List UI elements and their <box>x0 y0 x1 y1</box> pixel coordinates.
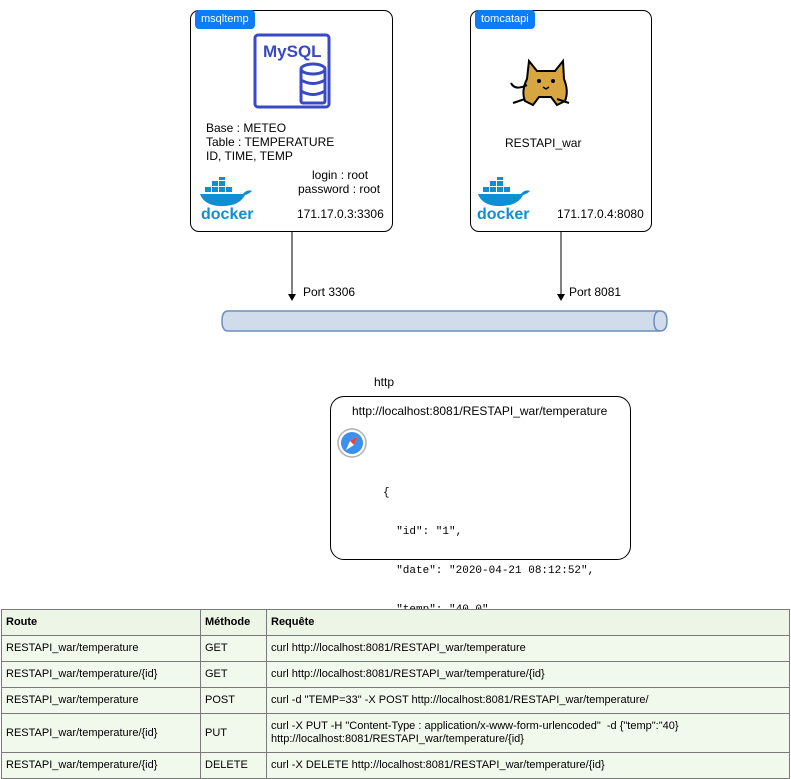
db-login-label: login : root <box>312 168 369 182</box>
port-3306-label: Port 3306 <box>303 285 356 299</box>
column-header-method: Méthode <box>200 609 267 636</box>
network-pipe <box>221 310 668 332</box>
browser-compass-icon <box>337 428 367 458</box>
table-row: RESTAPI_war/temperature/{id} PUT curl -X… <box>1 713 790 753</box>
table-row: RESTAPI_war/temperature/{id} GET curl ht… <box>1 661 790 688</box>
request-line: http://localhost:8081/RESTAPI_war/temper… <box>271 733 524 745</box>
method-cell: DELETE <box>200 752 267 779</box>
route-cell: RESTAPI_war/temperature/{id} <box>1 661 201 688</box>
route-cell: RESTAPI_war/temperature/{id} <box>1 752 201 779</box>
request-line: curl -X PUT -H "Content-Type : applicati… <box>271 720 679 732</box>
mysql-container-tag: msqltemp <box>195 10 255 29</box>
json-line: { <box>383 487 390 499</box>
docker-whale-icon <box>200 177 252 207</box>
mysql-address: 171.17.0.3:3306 <box>297 207 384 221</box>
port-3306-arrowhead <box>288 294 296 301</box>
route-cell: RESTAPI_war/temperature <box>1 635 201 662</box>
table-row: RESTAPI_war/temperature POST curl -d "TE… <box>1 687 790 714</box>
column-header-request: Requête <box>266 609 790 636</box>
route-cell: RESTAPI_war/temperature/{id} <box>1 713 201 753</box>
request-cell: curl -X PUT -H "Content-Type : applicati… <box>266 713 790 753</box>
db-base-label: Base : METEO <box>206 121 287 135</box>
port-8081-label: Port 8081 <box>569 285 622 299</box>
http-response-window: http://localhost:8081/RESTAPI_war/temper… <box>330 396 631 655</box>
method-cell: GET <box>200 661 267 688</box>
http-label: http <box>374 375 395 389</box>
request-cell: curl -d "TEMP=33" -X POST http://localho… <box>266 687 790 714</box>
json-line: "id": "1", <box>383 526 463 538</box>
request-cell: curl http://localhost:8081/RESTAPI_war/t… <box>266 635 790 662</box>
db-columns-label: ID, TIME, TEMP <box>206 149 293 163</box>
json-line: "date": "2020-04-21 08:12:52", <box>383 565 595 577</box>
docker-label: docker <box>201 206 254 223</box>
request-url: http://localhost:8081/RESTAPI_war/temper… <box>352 404 608 418</box>
method-cell: GET <box>200 635 267 662</box>
db-table-label: Table : TEMPERATURE <box>206 135 335 149</box>
docker-label: docker <box>477 206 530 223</box>
routes-table: Route Méthode Requête RESTAPI_war/temper… <box>1 609 790 779</box>
method-cell: PUT <box>200 713 267 753</box>
port-8081-arrowhead <box>557 294 565 301</box>
method-cell: POST <box>200 687 267 714</box>
tomcat-cat-icon <box>510 58 570 107</box>
table-row: RESTAPI_war/temperature/{id} DELETE curl… <box>1 752 790 779</box>
request-cell: curl http://localhost:8081/RESTAPI_war/t… <box>266 661 790 688</box>
tomcat-address: 171.17.0.4:8080 <box>557 207 644 221</box>
column-header-route: Route <box>1 609 201 636</box>
mysql-container: msqltemp MySQL Base : METEO Table : TEMP… <box>190 10 393 232</box>
db-password-label: password : root <box>298 182 381 196</box>
tomcat-container: tomcatapi RESTAPI_war 171.17.0.4:8080 do… <box>470 10 652 232</box>
tomcat-container-tag: tomcatapi <box>475 10 535 29</box>
docker-whale-icon <box>478 177 530 207</box>
network-connectors <box>221 232 668 332</box>
route-cell: RESTAPI_war/temperature <box>1 687 201 714</box>
mysql-logo-text: MySQL <box>263 42 322 61</box>
tomcat-app-name: RESTAPI_war <box>505 136 582 150</box>
request-cell: curl -X DELETE http://localhost:8081/RES… <box>266 752 790 779</box>
table-row: RESTAPI_war/temperature GET curl http://… <box>1 635 790 662</box>
mysql-database-icon: MySQL <box>253 33 331 109</box>
